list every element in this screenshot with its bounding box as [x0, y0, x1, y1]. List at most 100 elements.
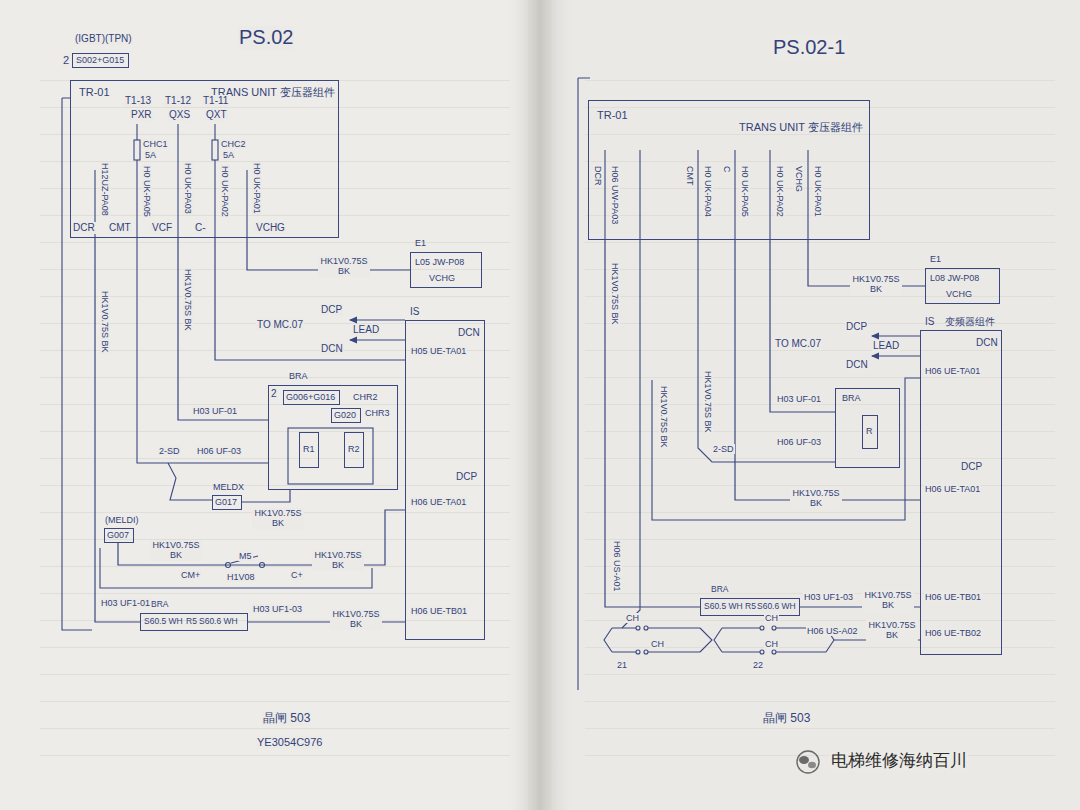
wire-label: DCR — [593, 165, 603, 187]
wire-label: CH — [650, 639, 665, 649]
box-text: DCN — [458, 327, 480, 339]
box-title: G006+G016 — [286, 392, 335, 402]
wire-label: H06 UE-TB01 — [410, 606, 468, 616]
box-title: BRA — [289, 371, 308, 381]
wire-label: LEAD — [872, 340, 900, 352]
wire-label: VCHG — [794, 165, 804, 193]
wire-label: H0 UK-PA04 — [703, 165, 713, 218]
resistor-unit-box: BRAS60.5 WHR5S60.6 WH — [700, 598, 800, 616]
wire-label: 5A — [222, 150, 235, 160]
wire-label: HK1V0.75S BK — [866, 620, 918, 641]
box-title: TR-01 — [597, 109, 628, 122]
wire-label: H0 UK-PA01 — [813, 165, 823, 218]
wire-label: H03 UF-01 — [192, 406, 238, 416]
wire-label: (IGBT)(TPN) — [74, 33, 133, 45]
resistor-symbol: R2 — [344, 432, 364, 468]
box-title: IS — [410, 306, 419, 318]
wire-label: HK1V0.75S BK — [659, 385, 669, 449]
wire-label: H06 UF-03 — [196, 446, 242, 456]
box-title: S002+G015 — [76, 55, 124, 65]
box-text: CHR2 — [353, 392, 378, 402]
wire-label: DCN — [845, 359, 869, 371]
box-title: R — [866, 426, 873, 436]
wire-label: HK1V0.75S BK — [703, 370, 713, 434]
wire-label: H12UZ-PA08 — [100, 162, 110, 217]
page-note: 晶闸 503 — [762, 712, 811, 726]
wire-label: TO MC.07 — [256, 319, 304, 331]
cable-wire — [242, 490, 290, 502]
box-text: CHR3 — [365, 408, 390, 418]
wire-label: T1-12 — [164, 95, 192, 107]
resistor-symbol: R1 — [299, 432, 319, 468]
wire-label: T1-13 — [124, 95, 152, 107]
wire-label: H1V08 — [226, 572, 256, 582]
wire-label: H06 UE-TB01 — [924, 592, 982, 602]
resistor-unit-box: BRAS60.5 WHR5S60.6 WH — [140, 613, 248, 631]
box-title: E1 — [415, 238, 426, 248]
cable-spec-label: HK1V0.75S BK — [850, 274, 902, 295]
resistor-unit-box: BRA R — [835, 388, 900, 468]
box-title: IS — [925, 316, 934, 328]
box-title: E1 — [930, 254, 941, 264]
wire-label: VCF — [151, 222, 173, 234]
wire-label: M5 — [238, 551, 253, 561]
wire-label: H0 UK-PA01 — [252, 162, 262, 215]
box-text: S60.5 WH — [704, 602, 743, 612]
wire-label: DCN — [320, 343, 344, 355]
cable-spec-label: HK1V0.75S BK — [183, 268, 193, 332]
box-text: S60.6 WH — [757, 602, 796, 612]
page-note: 晶闸 503 — [262, 712, 311, 726]
resistor-unit-box: BRACHR2CHR3G006+G016G020R1R2 — [268, 385, 398, 490]
ref-box: S002+G015 — [72, 53, 129, 68]
wire-label: TO MC.07 — [774, 338, 822, 350]
cable-wire — [215, 238, 405, 360]
wire-label: H03 UF1-01 — [100, 598, 151, 608]
box-title: G020 — [334, 410, 356, 420]
wire-label: H03 UF1-03 — [252, 604, 303, 614]
wire-label: H0 UK-PA05 — [142, 165, 152, 218]
cable-spec-label: HK1V0.75S BK — [252, 508, 304, 529]
box-text: 变频器组件 — [945, 316, 995, 328]
wire-label: C- — [194, 222, 207, 234]
wire-label: CMT — [108, 222, 132, 234]
ref-box: (MELDI)G007 — [104, 528, 134, 543]
wire-label: CH — [625, 613, 640, 623]
box-text: DCP — [456, 471, 477, 483]
ref-box: G006+G016 — [283, 390, 340, 405]
page-title: PS.02 — [238, 26, 294, 49]
box-text: DCP — [961, 461, 982, 473]
wire-label: H03 UF-01 — [776, 394, 822, 404]
wire-label: H0 UK-PA02 — [220, 165, 230, 218]
wire-label: H06 UF-03 — [776, 437, 822, 447]
box-text: R5 — [186, 617, 197, 627]
wire-label: 2-SD — [158, 446, 181, 456]
cable-spec-label: HK1V0.75S BK — [100, 290, 110, 354]
box-title: BRA — [842, 393, 861, 403]
wire-label: C+ — [290, 570, 304, 580]
wire-label: QXT — [205, 109, 228, 121]
page-title: PS.02-1 — [772, 36, 846, 59]
wire-label: CH — [764, 613, 779, 623]
inverter-box: ISDCNDCP — [405, 320, 485, 640]
wire-label: LEAD — [352, 324, 380, 336]
box-title: TR-01 — [79, 86, 110, 99]
wire-label: H06 UE-TA01 — [924, 366, 981, 376]
wire-label: 22 — [752, 660, 764, 670]
cable-wire — [605, 240, 700, 607]
cable-spec-label: HK1V0.75S BK — [318, 256, 370, 277]
page-note: YE3054C976 — [256, 736, 323, 749]
wire-label: HK1V0.75S BK — [150, 540, 202, 561]
wire-label: DCP — [845, 321, 868, 333]
wire-label: VCHG — [255, 222, 286, 234]
wire-label: T1-11 — [202, 95, 229, 107]
box-text: DCN — [976, 337, 998, 349]
box-text: VCHG — [946, 289, 972, 299]
wire-label: H03 UF1-03 — [803, 592, 854, 602]
wire-label: DCP — [320, 304, 343, 316]
box-text: S60.6 WH — [199, 617, 238, 627]
box-text: TRANS UNIT 变压器组件 — [739, 121, 863, 134]
wire-label: H06 UE-TB02 — [924, 628, 982, 638]
wire-label: H0 UK-PA03 — [183, 162, 193, 215]
box-text: TRANS UNIT 变压器组件 — [211, 86, 335, 99]
